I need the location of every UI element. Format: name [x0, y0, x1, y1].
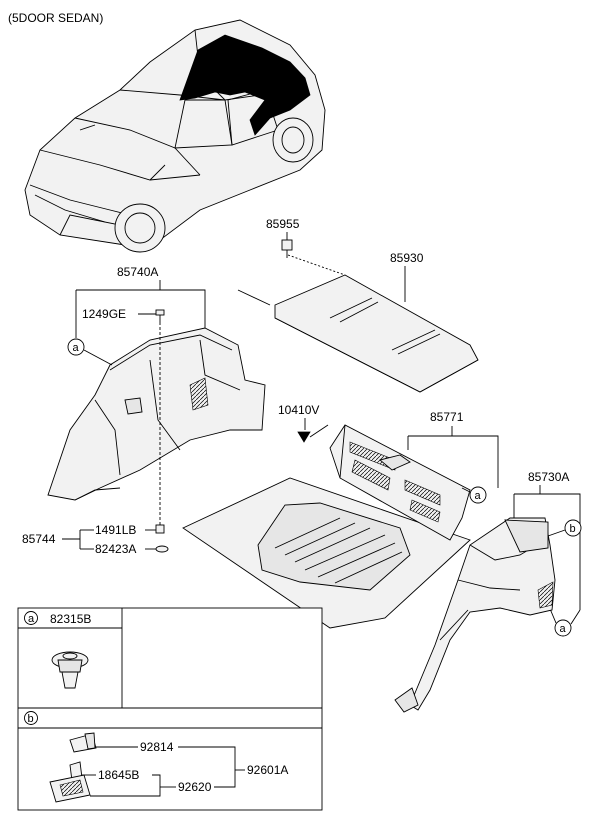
legend-b-92601A: 92601A [247, 763, 288, 777]
variant-label: (5DOOR SEDAN) [8, 11, 103, 25]
clip-1491LB [155, 524, 165, 534]
label-85930: 85930 [390, 251, 424, 265]
legend-a-key: a [28, 613, 35, 625]
label-82423A: 82423A [95, 542, 136, 556]
callout-a-trim [469, 486, 487, 504]
clip-10410V [297, 431, 311, 443]
trunk-trim-highlight [179, 34, 311, 136]
trunk-side-trim-left [47, 327, 266, 501]
label-85955: 85955 [266, 217, 300, 231]
label-85771: 85771 [430, 410, 464, 424]
legend-b-92620: 92620 [178, 780, 212, 794]
label-85740A: 85740A [117, 265, 158, 279]
clip-82315B [51, 651, 89, 689]
label-85730A: 85730A [528, 470, 569, 484]
callout-a-left [67, 338, 85, 356]
legend-b-marker [24, 711, 38, 725]
callout-a-right-label: a [560, 623, 567, 635]
label-10410V: 10410V [278, 403, 319, 417]
legend-b-92814: 92814 [140, 740, 174, 754]
legend-b-key: b [28, 713, 34, 725]
clip-85955 [281, 239, 346, 276]
hook-assembly [49, 732, 97, 803]
legend-b-18645B: 18645B [98, 768, 139, 782]
callout-a-left-label: a [73, 342, 80, 354]
screw-1249GE [155, 309, 165, 322]
callout-a-right [554, 619, 572, 637]
rear-package-tray [274, 274, 479, 393]
label-1491LB: 1491LB [95, 523, 136, 537]
label-1249GE: 1249GE [82, 307, 126, 321]
transverse-trim-panel [329, 424, 471, 541]
legend-a-part: 82315B [50, 612, 91, 626]
callout-a-trim-label: a [475, 490, 482, 502]
washer-82423A [155, 545, 169, 553]
trunk-floor-covering [182, 477, 471, 629]
callout-b-right [564, 519, 582, 537]
legend-a-marker [24, 611, 38, 625]
callout-b-right-label: b [570, 523, 576, 535]
car-illustration [24, 19, 326, 253]
trunk-side-trim-right [394, 517, 556, 713]
legend-box [17, 607, 323, 811]
label-85744: 85744 [22, 532, 56, 546]
